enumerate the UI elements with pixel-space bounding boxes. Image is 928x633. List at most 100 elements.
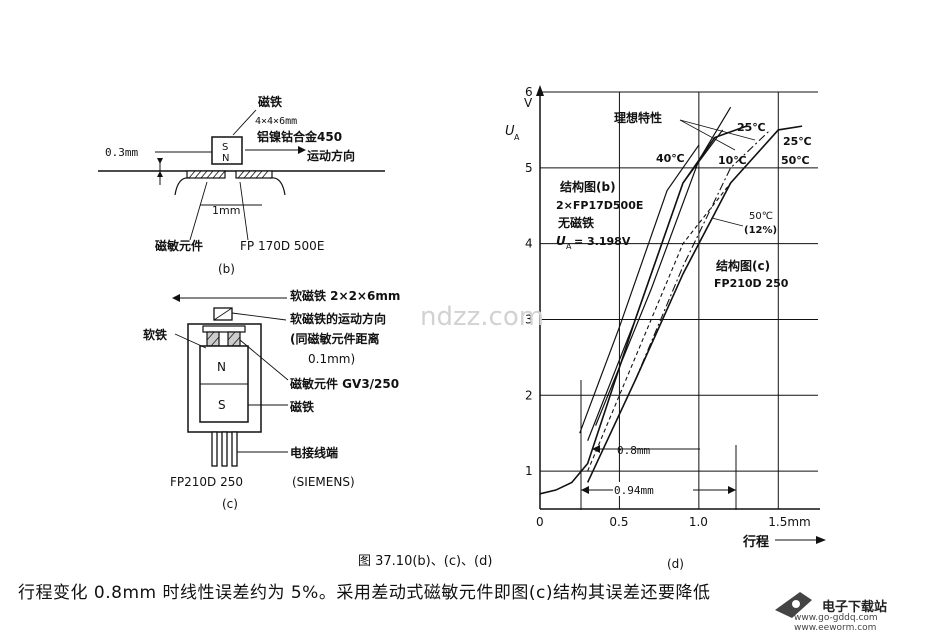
magnet-leader [232, 109, 257, 136]
x-axis-label: 行程 [742, 534, 769, 550]
y-tick-1: 2 [525, 388, 533, 402]
y-unit: V [524, 96, 533, 110]
series-line-2 [587, 129, 724, 441]
dim-094-label: 0.94mm [614, 484, 654, 497]
struct-b-ua-value: = 3.198V [574, 235, 631, 248]
figure-b: S N 0.3mm 磁铁 4×4×6mm 铝镍钴合金450 运动方向 [98, 94, 385, 276]
element-label-c: 磁敏元件 GV3/250 [289, 376, 399, 391]
temp-25-right: 25℃ [783, 135, 812, 148]
gap-arrow-bottom [157, 171, 163, 177]
y-tick-5: 6 [525, 85, 533, 99]
temp-25-top: 25℃ [737, 121, 766, 134]
soft-magnet-label: 软磁铁 2×2×6mm [290, 288, 400, 303]
dim-094-arrow-right [728, 486, 736, 494]
temp-40: 40℃ [656, 152, 685, 165]
y-axis-label-sub: A [514, 133, 520, 142]
x-tick-3: 1.5mm [768, 515, 810, 529]
magnet-title: 磁铁 [257, 94, 282, 109]
chart-grid [539, 91, 818, 509]
dim-094-arrow-left [581, 486, 589, 494]
element-leader [239, 339, 289, 381]
element-leader-right [239, 181, 249, 241]
struct-b-ua-sub: A [566, 242, 572, 251]
magnet-pole-s-c: S [218, 398, 226, 412]
struct-b-part: 2×FP17D500E [556, 199, 643, 212]
ideal-leader-1 [679, 119, 736, 151]
soft-magnet-motion: 软磁铁的运动方向 [290, 311, 386, 326]
dim-08-arrow [592, 445, 600, 453]
series-line-0 [539, 125, 747, 495]
magnet-pole-s: S [222, 142, 228, 153]
distance-note-1: (同磁敏元件距离 [290, 331, 380, 346]
y-tick-2: 3 [525, 312, 533, 326]
y-tick-0: 1 [525, 464, 533, 478]
sensor-element-left [186, 170, 226, 179]
temp-50-right: 50℃ [781, 154, 810, 167]
series-line-4 [586, 125, 803, 483]
corner-logo [775, 592, 812, 618]
soft-iron-label: 软铁 [143, 327, 167, 342]
motion-arrow-head [298, 146, 306, 154]
maker-label: (SIEMENS) [292, 475, 355, 489]
magnet-material: 铝镍钴合金450 [257, 129, 342, 144]
series-line-5 [587, 182, 732, 472]
ideal-leader-2 [679, 119, 756, 141]
terminals-label: 电接线端 [290, 445, 338, 460]
motion-direction: 运动方向 [307, 148, 355, 163]
panel-label-c: (c) [222, 497, 238, 511]
gap-label: 0.3mm [105, 146, 138, 159]
soft-magnet-arrow [172, 294, 180, 302]
dim-094-label-bg [613, 482, 693, 496]
series-line-3 [595, 106, 732, 426]
figure-c: N S 软磁铁 2×2×6mm 软磁铁的运动方向 (同磁敏元件距离 0.1mm)… [143, 288, 400, 511]
struct-b-ua-symbol: U [556, 234, 566, 248]
y-tick-4: 5 [525, 161, 533, 175]
terminal-pins [211, 431, 238, 467]
spacing-label: 1mm [212, 204, 240, 217]
corner-watermark-url: www.go-gddq.com www.eeworm.com [794, 613, 878, 633]
magnet-label-c: 磁铁 [289, 399, 314, 414]
soft-magnet-hatch [213, 307, 233, 321]
magnet-pole-n-c: N [217, 360, 226, 374]
corner-watermark: 电子下载站 www.go-gddq.com www.eeworm.com [758, 596, 926, 633]
series-line-1 [579, 144, 700, 434]
temp-10: 10℃ [718, 154, 747, 167]
panel-label-d: (d) [667, 557, 684, 571]
sensor-hatching [206, 331, 241, 347]
struct-c-part: FP210D 250 [714, 277, 789, 290]
y-axis-arrow [536, 85, 544, 96]
panel-label-b: (b) [218, 262, 235, 276]
figure-caption: 图 37.10(b)、(c)、(d) [358, 554, 493, 569]
x-tick-labels: 0 0.5 1.0 1.5mm [536, 515, 811, 529]
part-number: FP 170D 500E [240, 239, 324, 253]
element-label: 磁敏元件 [154, 238, 203, 253]
soft-iron-plate [202, 325, 246, 333]
pct-leader [711, 217, 744, 227]
support-right [269, 177, 286, 196]
y-tick-3: 4 [525, 237, 533, 251]
magnet-size: 4×4×6mm [255, 116, 297, 127]
center-watermark: ndzz.com [420, 302, 544, 332]
temp-50-mid: 50℃ [749, 211, 773, 222]
temp-50-pct: (12%) [744, 225, 777, 236]
y-axis-label-u: U [505, 124, 515, 139]
corner-watermark-title: 电子下载站 [822, 600, 888, 615]
ideal-label: 理想特性 [614, 110, 662, 125]
magnet-block [211, 136, 243, 165]
element-hatching [188, 170, 269, 179]
struct-c-title: 结构图(c) [716, 258, 770, 273]
x-tick-1: 0.5 [609, 515, 628, 529]
x-label-arrow [816, 536, 826, 544]
support-left [174, 177, 191, 196]
body-text: 行程变化 0.8mm 时线性误差约为 5%。采用差动式磁敏元件即图(c)结构其误… [18, 583, 711, 603]
x-tick-2: 1.0 [689, 515, 708, 529]
gap-arrow-top [157, 158, 163, 164]
series-line-6 [634, 129, 771, 381]
x-tick-0: 0 [536, 515, 544, 529]
magnet-pole-n: N [222, 153, 229, 164]
part-label-c: FP210D 250 [170, 475, 243, 489]
chart-series [539, 106, 803, 495]
distance-note-2: 0.1mm) [308, 352, 355, 366]
